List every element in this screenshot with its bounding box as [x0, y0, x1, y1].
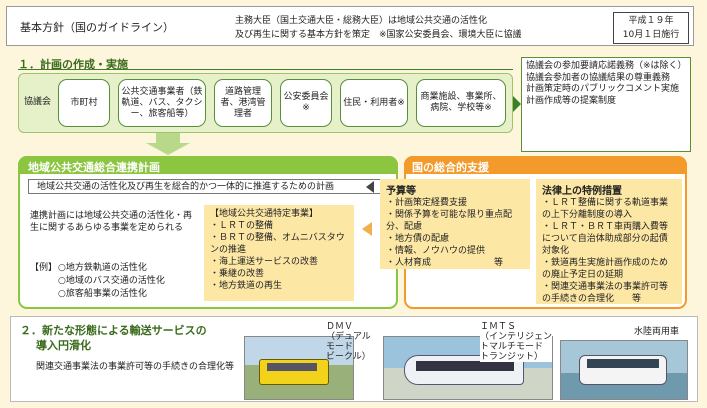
legal-measure-item: ・ＬＲＴ・ＢＲＴ車両購入費等について自治体助成部分の起債対象化 [542, 222, 669, 256]
header-desc-line1: 主務大臣（国土交通大臣・総務大臣）は地域公共交通の活性化 [235, 16, 488, 26]
enforcement-year: 平成１９年 [628, 16, 674, 26]
member-road-port-managers: 道路管理者、港湾管理者 [214, 79, 272, 127]
examples-label: 【例】 [30, 263, 58, 273]
plan-description: 連携計画には地域公共交通の活性化・再生に関するあらゆる事業を定められる [30, 211, 193, 233]
imts-label-line: トランジット） [480, 352, 544, 362]
imts-label-line: トマルチモード [480, 342, 544, 352]
special-project-item: ・ＢＲＴの整備、オムニバスタウンの推進 [210, 233, 345, 255]
legal-measures-box: 法律上の特例措置 ・ＬＲＴ整備に関する軌道事業の上下分離制度の導入 ・ＬＲＴ・Ｂ… [536, 179, 682, 304]
section1-heading: １．計画の作成・実施 [18, 58, 128, 71]
council-note: 計画作成等の提案制度 [526, 95, 617, 106]
council-note: 協議会の参加要請応諾義務（※は除く） [526, 61, 687, 71]
header-desc-line2: 及び再生に関する基本方針を策定 ※国家公安委員会、環境大臣に協議 [235, 30, 522, 40]
budget-item: ・関係予算を可能な限り重点配分、配慮 [386, 210, 513, 232]
arrow-right-icon [513, 96, 521, 112]
example-item: ○旅客船事業の活性化 [58, 289, 147, 299]
member-label: 公共交通事業者（鉄軌道、バス、タクシー、旅客船等） [121, 86, 203, 119]
special-project-item: ・海上運送サービスの改善 [210, 257, 319, 267]
legal-measure-item: ・鉄道再生実施計画作成のための廃止予定日の延期 [542, 258, 669, 280]
down-arrow-icon [146, 143, 190, 155]
example-item: ○地域のバス交通の活性化 [58, 276, 165, 286]
member-transport-operators: 公共交通事業者（鉄軌道、バス、タクシー、旅客船等） [118, 79, 206, 127]
support-band: 国の総合的支援 [404, 156, 687, 174]
imts-label-line: ＩＭＴＳ [480, 322, 517, 332]
arrow-left-icon [366, 181, 374, 193]
member-public-safety: 公安委員会※ [280, 79, 332, 127]
dmv-label-line: ビークル） [326, 352, 371, 362]
budget-item: ・計画策定経費支援 [386, 198, 468, 208]
imts-label: ＩＭＴＳ （インテリジェン トマルチモード トランジット） [480, 322, 553, 362]
special-projects-title: 【地域公共交通特定事業】 [210, 209, 319, 219]
dmv-photo [244, 336, 354, 400]
special-project-item: ・乗継の改善 [210, 269, 265, 279]
legal-measure-item: ・ＬＲＴ整備に関する軌道事業の上下分離制度の導入 [542, 198, 669, 220]
dmv-label-line: ＤＭＶ [326, 322, 354, 332]
section2-heading-line1: ２．新たな形態による輸送サービスの [20, 324, 207, 337]
budget-box: 予算等 ・計画策定経費支援 ・関係予算を可能な限り重点配分、配慮 ・地方債の配慮… [380, 179, 530, 269]
down-arrow-stem [156, 133, 180, 143]
example-item: ○地方鉄軌道の活性化 [58, 263, 147, 273]
member-municipality: 市町村 [58, 79, 110, 127]
amphibious-photo [560, 340, 688, 400]
budget-item: ・地方債の配慮 [386, 234, 450, 244]
member-label: 住民・利用者※ [343, 97, 405, 108]
legal-measure-item: ・関連交通事業法の事業許可等の手続きの合理化 等 [542, 282, 669, 304]
member-label: 商業施設、事業所、病院、学校等※ [420, 92, 502, 113]
dmv-label-line: モード [326, 342, 354, 352]
special-projects-box: 【地域公共交通特定事業】 ・ＬＲＴの整備 ・ＢＲＴの整備、オムニバスタウンの推進… [204, 205, 354, 301]
member-residents: 住民・利用者※ [340, 79, 408, 127]
special-project-item: ・ＬＲＴの整備 [210, 221, 274, 231]
budget-item: ・情報、ノウハウの提供 [386, 246, 486, 256]
enforcement-date: 10月１日施行 [622, 30, 680, 40]
dmv-windows [267, 363, 317, 371]
budget-item: ・人材育成 等 [386, 258, 504, 268]
budget-title: 予算等 [386, 186, 416, 197]
member-label: 公安委員会※ [283, 92, 329, 113]
council-notes-box: 協議会の参加要請応諾義務（※は除く） 協議会参加者の協議結果の尊重義務 計画策定… [521, 57, 691, 152]
enforcement-date-box: 平成１９年 10月１日施行 [613, 12, 689, 44]
section2-heading-line2: 導入円滑化 [36, 339, 91, 352]
council-label: 協議会 [24, 97, 52, 107]
council-note: 協議会参加者の協議結果の尊重義務 [526, 72, 671, 83]
council-note: 計画策定時のパブリックコメント実施 [526, 84, 680, 94]
section2-description: 関連交通事業法の事業許可等の手続きの合理化等 [36, 362, 235, 372]
amphibious-windows [587, 359, 659, 368]
header-box [6, 6, 694, 46]
dmv-label: ＤＭＶ （デュアル モード ビークル） [326, 322, 371, 362]
plan-band: 地域公共交通総合連携計画 [18, 156, 398, 174]
special-project-item: ・地方鉄道の再生 [210, 281, 283, 291]
page-title: 基本方針（国のガイドライン） [20, 21, 174, 34]
member-commerce: 商業施設、事業所、病院、学校等※ [416, 79, 506, 127]
dmv-label-line: （デュアル [326, 332, 371, 342]
imts-label-line: （インテリジェン [480, 332, 553, 342]
amphibious-label: 水陸両用車 [634, 327, 680, 337]
member-label: 道路管理者、港湾管理者 [220, 86, 266, 119]
imts-windows [416, 361, 514, 371]
legal-measures-title: 法律上の特例措置 [542, 186, 622, 197]
section1-underline [18, 69, 513, 70]
member-label: 市町村 [70, 97, 98, 108]
arrow-left-icon [362, 222, 372, 236]
plan-banner: 地域公共交通の活性化及び再生を総合的かつ一体的に推進するための計画 [28, 179, 393, 194]
